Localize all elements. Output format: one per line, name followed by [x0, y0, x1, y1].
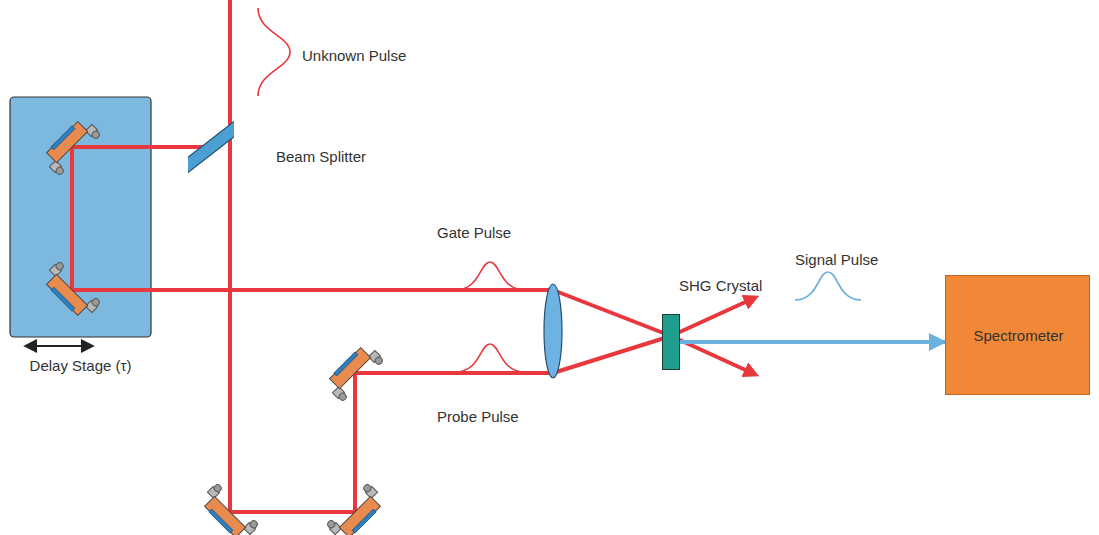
- delay-stage-plate: [10, 97, 151, 337]
- mirror-mounts: [40, 115, 386, 535]
- laser-beams: [72, 0, 752, 512]
- shg-crystal: SHG Crystal: [662, 314, 680, 370]
- spectrometer-label: Spectrometer: [973, 327, 1063, 345]
- signal-beam: [680, 340, 945, 344]
- pulse-label: Probe Pulse: [437, 408, 519, 426]
- shg-crystal-label: SHG Crystal: [679, 277, 762, 295]
- spectrometer: Spectrometer: [945, 275, 1090, 395]
- beam-splitter-plate: [188, 111, 234, 183]
- pulse-label: Unknown Pulse: [302, 47, 406, 65]
- beam-splitter-label: Beam Splitter: [276, 148, 366, 166]
- lens: [544, 284, 562, 378]
- pulse-shapes: [258, 8, 861, 372]
- delay-stage-label: Delay Stage (τ): [10, 357, 151, 375]
- beam-splitter: Beam Splitter: [188, 111, 234, 183]
- pulse-label: Signal Pulse: [795, 251, 878, 269]
- delay-arrow: [26, 345, 92, 347]
- pulse-label: Gate Pulse: [437, 224, 511, 242]
- delay-stage: Delay Stage (τ): [10, 97, 151, 337]
